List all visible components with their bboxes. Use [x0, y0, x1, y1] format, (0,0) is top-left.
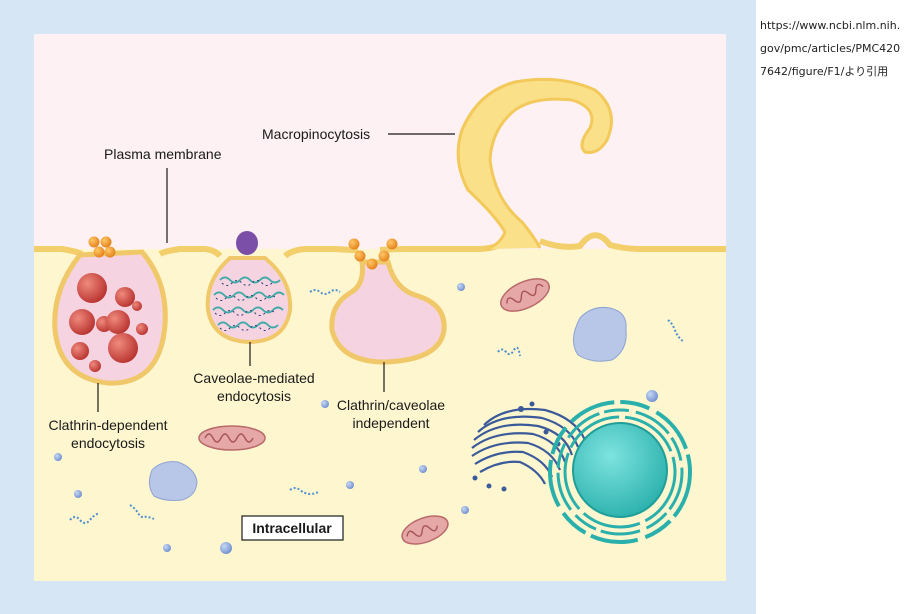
- independent-vesicle: [329, 259, 447, 365]
- lysosome-1: [573, 307, 627, 362]
- clathrin-dependent-label-line2: endocytosis: [71, 435, 145, 451]
- source-note: https://www.ncbi.nlm.nih. gov/pmc/articl…: [760, 14, 920, 83]
- small-vesicles: [54, 283, 658, 554]
- extracellular-space: [34, 34, 726, 249]
- mitochondrion-1: [500, 278, 550, 312]
- endocytosis-diagram: Plasma membrane Macropinocytosis Clathri…: [0, 0, 756, 614]
- caveolae-mediated-label-line1: Caveolae-mediated: [193, 370, 314, 386]
- clathrin-coat-1: [88, 236, 116, 258]
- lysosome-2: [148, 461, 198, 501]
- intracellular-box: [241, 515, 344, 541]
- plasma-membrane-label: Plasma membrane: [104, 146, 222, 162]
- source-line-3: 7642/figure/F1/より引用: [760, 65, 889, 78]
- macropinocytosis-ruffle: [456, 77, 613, 251]
- clathrin-coat-2: [348, 238, 398, 270]
- independent-label-line1: Clathrin/caveolae: [337, 397, 445, 413]
- rna-strands: [69, 289, 685, 524]
- mitochondrion-2: [198, 425, 266, 451]
- nucleus: [548, 400, 692, 544]
- caveolin-cap: [236, 231, 258, 255]
- caveolae-vesicle: [205, 256, 293, 345]
- independent-label-line2: independent: [352, 415, 429, 431]
- mitochondrion-3: [401, 515, 449, 545]
- macropinocytosis-label: Macropinocytosis: [262, 126, 370, 142]
- clathrin-dependent-label-line1: Clathrin-dependent: [48, 417, 167, 433]
- plasma-membrane: [34, 232, 726, 259]
- clathrin-dependent-vesicle: [52, 249, 168, 386]
- leader-lines: [97, 133, 455, 412]
- source-line-1: https://www.ncbi.nlm.nih.: [760, 19, 901, 32]
- caveolae-mediated-label-line2: endocytosis: [217, 388, 291, 404]
- intracellular-label: Intracellular: [252, 520, 332, 536]
- source-line-2: gov/pmc/articles/PMC420: [760, 42, 901, 55]
